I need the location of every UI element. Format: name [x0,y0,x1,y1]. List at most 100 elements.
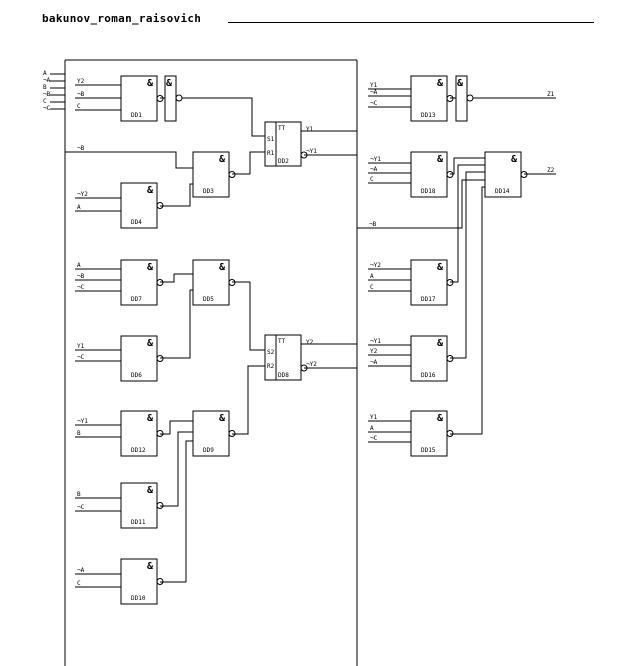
author-title: bakunov_roman_raisovich [42,12,202,25]
input-signal: ¬C [77,354,85,361]
primary-input: ¬C [43,105,51,112]
input-signal: B [77,430,81,437]
input-signal: ¬Y1 [77,418,88,425]
wire [65,151,193,169]
primary-input: ¬A [43,77,51,84]
and-symbol: & [219,262,226,273]
trigger-q-label: Y2 [306,339,314,346]
input-signal: Y2 [370,348,378,355]
input-signal: C [77,580,81,587]
gate-label: DD17 [421,296,436,303]
input-signal: ¬A [370,89,378,96]
gate-label: DD6 [131,372,142,379]
primary-input: B [43,84,47,91]
trigger-reset-label: R1 [267,150,275,157]
input-signal: ¬B [77,273,85,280]
and-symbol: & [437,338,444,349]
trigger-label: DD2 [278,158,289,165]
trigger-reset-label: R2 [267,363,275,370]
and-symbol: & [457,78,464,89]
trigger-set-label: S2 [267,349,275,356]
input-signal: ¬C [77,284,85,291]
input-signal: C [370,284,374,291]
input-signal: A [77,204,81,211]
and-symbol: & [437,78,444,89]
wire [450,186,485,435]
wire [160,440,193,583]
input-signal: ¬C [370,435,378,442]
input-signal: ¬A [370,359,378,366]
input-signal: C [370,176,374,183]
wire [232,151,265,175]
gate-label: DD9 [203,447,214,454]
input-signal: Y2 [77,78,85,85]
gate-label: DD4 [131,219,142,226]
trigger-label: DD8 [278,372,289,379]
trigger-nq-label: ¬Y1 [306,148,317,155]
input-signal: ¬C [77,504,85,511]
input-signal: A [370,425,374,432]
wire [160,273,193,283]
input-signal: A [77,262,81,269]
and-symbol: & [147,338,154,349]
input-signal: ¬Y1 [370,156,381,163]
output-bubble [466,94,474,102]
wire [232,365,265,435]
gate-label: DD11 [131,519,146,526]
and-symbol: & [219,413,226,424]
trigger-nq-label: ¬Y2 [306,361,317,368]
and-symbol: & [147,485,154,496]
and-symbol: & [147,413,154,424]
wire [357,179,485,229]
input-signal: C [77,103,81,110]
wire [450,157,485,175]
and-symbol: & [219,154,226,165]
title-underline [228,22,594,23]
input-signal: ¬Y1 [370,338,381,345]
and-symbol: & [147,78,154,89]
bus-signal: ¬B [369,221,377,228]
wire [450,171,485,359]
primary-input: A [43,70,47,77]
gate-label: DD7 [131,296,142,303]
input-signal: Y1 [77,343,85,350]
wire [182,97,265,137]
wire [160,289,193,359]
and-symbol: & [511,154,518,165]
input-signal: ¬B [77,91,85,98]
gate-label: DD5 [203,296,214,303]
gate-label: DD3 [203,188,214,195]
input-signal: Y1 [370,82,378,89]
primary-input: ¬B [43,91,51,98]
output-z2: Z2 [547,167,555,174]
primary-input: C [43,98,47,105]
trigger-symbol: TT [278,338,286,345]
gate-label: DD14 [495,188,510,195]
and-symbol: & [437,262,444,273]
trigger-symbol: TT [278,125,286,132]
input-signal: ¬Y2 [77,191,88,198]
and-symbol: & [437,413,444,424]
wire [450,164,485,283]
and-symbol: & [147,262,154,273]
wire [160,183,193,207]
gate-label: DD12 [131,447,146,454]
wire [160,431,193,507]
bus-signal: ¬B [77,145,85,152]
input-signal: ¬Y2 [370,262,381,269]
gate-label: DD10 [131,595,146,602]
trigger-set-label: S1 [267,136,275,143]
output-bubble [175,94,183,102]
input-signal: ¬A [370,166,378,173]
and-symbol: & [147,561,154,572]
and-symbol: & [166,78,173,89]
input-signal: B [77,491,81,498]
gate-label: DD15 [421,447,436,454]
trigger-dd2 [264,121,302,167]
gate-label: DD13 [421,112,436,119]
input-signal: A [370,273,374,280]
input-signal: ¬C [370,100,378,107]
gate-label: DD1 [131,112,142,119]
and-symbol: & [147,185,154,196]
